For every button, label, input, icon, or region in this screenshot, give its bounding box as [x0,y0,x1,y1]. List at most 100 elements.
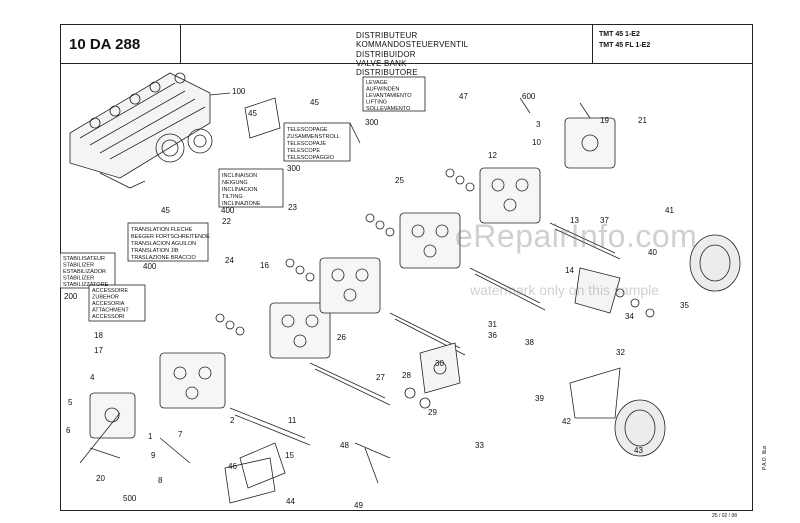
part-16: 16 [260,261,269,270]
part-25: 25 [395,176,404,185]
svg-text:LEVAGE: LEVAGE [366,80,388,86]
label-levage: LEVAGE AUFWINDEN LEVANTAMIENTO LIFTING S… [366,80,412,112]
svg-text:SOLLEVAMENTO: SOLLEVAMENTO [366,106,411,112]
svg-text:ESTABILIZADOR: ESTABILIZADOR [63,269,106,275]
part-15: 15 [285,451,294,460]
part-36: 36 [488,331,497,340]
part-20: 20 [96,474,105,483]
part-9: 9 [151,451,156,460]
title-es: DISTRIBUIDOR [356,49,416,59]
leader-lines [79,92,591,464]
part-300-b: 300 [287,164,301,173]
part-27: 27 [376,373,385,382]
svg-text:LEVANTAMIENTO: LEVANTAMIENTO [366,93,412,99]
label-inclinaison: INCLINAISON NEIGUNG INCLINACION TILTING … [222,173,261,207]
part-21: 21 [638,116,647,125]
part-41: 41 [665,206,674,215]
svg-text:ACCESORIA: ACCESORIA [92,301,125,307]
part-19: 19 [600,116,609,125]
part-14: 14 [565,266,574,275]
document-titles: DISTRIBUTEUR KOMMANDOSTEUERVENTIL DISTRI… [356,31,468,77]
part-500: 500 [123,494,137,503]
flange-plate [419,342,461,394]
part-26: 26 [337,333,346,342]
part-11: 11 [288,416,297,425]
part-24: 24 [225,256,234,265]
footer-pao: P.A.O. Illus [762,445,768,470]
part-2: 2 [230,416,235,425]
watermark: eRepairInfo.com [455,218,698,254]
svg-text:LIFTING: LIFTING [366,100,387,106]
large-boot-top [689,234,741,292]
title-en: VALVE BANK [356,58,407,68]
part-17: 17 [94,346,103,355]
spool-1 [229,407,311,446]
svg-text:BEEGER FORTSCHREITENDE: BEEGER FORTSCHREITENDE [131,234,210,240]
end-cover-block [564,117,616,169]
part-3: 3 [536,120,541,129]
valve-section-4 [399,212,461,269]
svg-text:ZUBEHOR: ZUBEHOR [92,295,119,301]
svg-text:INCLINACION: INCLINACION [222,187,257,193]
watermark-subtitle: watermark only on this sample [470,282,660,298]
svg-text:TRASLAZIONE BRACCIO: TRASLAZIONE BRACCIO [131,255,197,261]
part-12: 12 [488,151,497,160]
spool-2 [309,362,391,406]
part-22: 22 [222,217,231,226]
svg-text:ATTACHMENT: ATTACHMENT [92,308,129,314]
svg-text:STABILISATEUR: STABILISATEUR [63,256,105,262]
part-100: 100 [232,87,246,96]
svg-text:AUFWINDEN: AUFWINDEN [366,87,399,93]
label-box-translation [127,222,209,262]
svg-text:TRANSLACION AGUILON: TRANSLACION AGUILON [131,241,196,247]
svg-text:INCLINAISON: INCLINAISON [222,173,257,179]
document-code: 10 DA 288 [61,25,181,63]
svg-text:TELESCOPE: TELESCOPE [287,148,320,154]
gasket-ring [569,367,621,419]
svg-text:ZUSAMMENSTROLL: ZUSAMMENSTROLL [287,134,340,140]
model-2: TMT 45 FL 1-E2 [599,42,651,49]
valve-section-5 [479,167,541,224]
large-boot-bottom [614,399,666,457]
footer-date: 25 / 02 / 08 [712,513,738,519]
model-1: TMT 45 1-E2 [599,31,640,38]
label-telescopage: TELESCOPAGE ZUSAMMENSTROLL TELESCOPAJE T… [287,127,340,161]
part-28: 28 [402,371,411,380]
header-box: 10 DA 288 DISTRIBUTEUR KOMMANDOSTEUERVEN… [60,24,753,77]
valve-section-3 [319,257,381,314]
spool-4 [469,267,546,311]
tag-46-shape [239,442,286,489]
part-40: 40 [648,248,657,257]
part-31: 31 [488,320,497,329]
valve-section-1 [159,352,226,409]
label-box-levage [362,76,426,112]
part-13: 13 [570,216,579,225]
svg-text:TELESCOPAJE: TELESCOPAJE [287,141,326,147]
svg-text:NEIGUNG: NEIGUNG [222,180,248,186]
part-39: 39 [535,394,544,403]
part-600: 600 [522,92,536,101]
label-box-telescopage [283,122,351,162]
label-box-accessoire [88,284,146,322]
svg-text:STABILIZER: STABILIZER [63,263,94,269]
part-8: 8 [158,476,163,485]
inlet-block [89,392,136,439]
title-de: KOMMANDOSTEUERVENTIL [356,40,469,50]
part-45-c: 45 [161,206,170,215]
title-it: DISTRIBUTORE [356,68,418,78]
part-5: 5 [68,398,73,407]
rear-flange [574,267,621,314]
part-46: 46 [228,462,237,471]
part-7: 7 [178,430,183,439]
svg-text:TELESCOPAGE: TELESCOPAGE [287,127,328,133]
label-box-inclinaison [218,168,284,208]
label-box-stabilisateur [60,252,116,289]
svg-text:TRANSLATION FLECHE: TRANSLATION FLECHE [131,227,193,233]
svg-text:ACCESSOIRE: ACCESSOIRE [92,288,128,294]
assembled-valve-bank-illustration [69,72,213,189]
part-32: 32 [616,348,625,357]
part-29: 29 [428,408,437,417]
label-translation: TRANSLATION FLECHE BEEGER FORTSCHREITEND… [131,227,210,261]
part-37: 37 [600,216,609,225]
label-stabilisateur: STABILISATEUR STABILIZER ESTABILIZADOR S… [63,256,109,288]
